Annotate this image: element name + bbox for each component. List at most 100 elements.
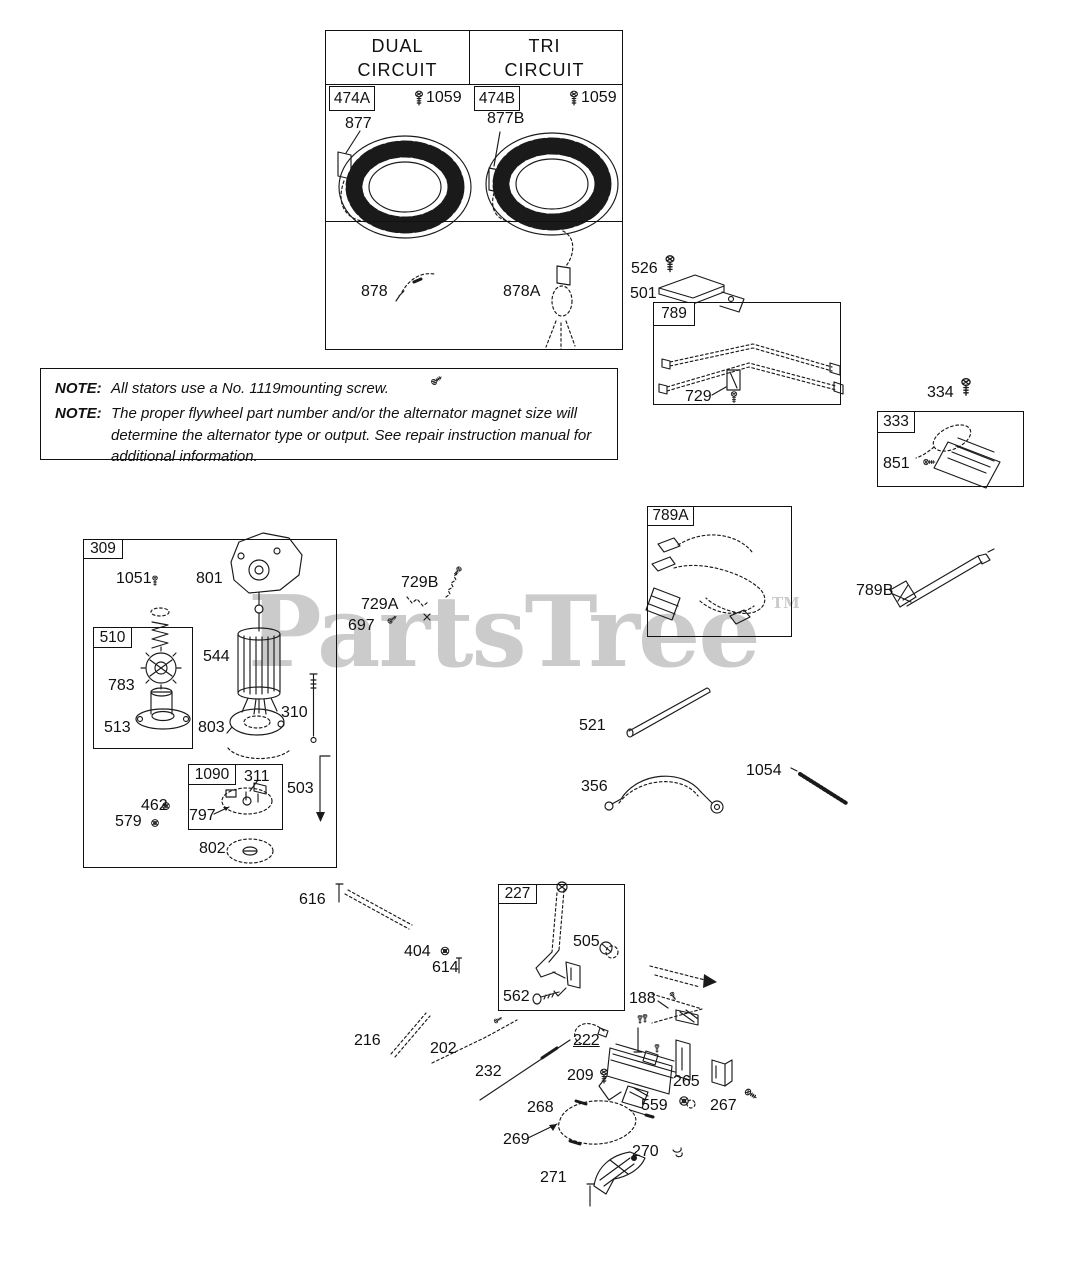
part-label-729B: 729B — [401, 574, 439, 591]
part-label-729: 729 — [685, 388, 712, 405]
table-header-dual-circuit: DUAL CIRCUIT — [357, 36, 438, 80]
part-label-267: 267 — [710, 1097, 737, 1114]
part-label-616: 616 — [299, 891, 326, 908]
part-drawing-878 — [395, 273, 435, 302]
part-label-697: 697 — [348, 617, 375, 634]
part-label-877: 877 — [345, 115, 372, 132]
part-label-310: 310 — [281, 704, 308, 721]
group-label-474A: 474A — [329, 86, 375, 111]
part-label-505: 505 — [573, 933, 600, 950]
part-label-562: 562 — [503, 988, 530, 1005]
part-drawing-729-clamp — [711, 369, 741, 404]
part-label-222: 222 — [573, 1032, 600, 1049]
part-drawing-544-armature — [237, 612, 281, 715]
part-label-729A: 729A — [361, 596, 399, 613]
group-box-309 — [83, 539, 337, 868]
part-label-334: 334 — [927, 384, 954, 401]
note-1-text: All stators use a No. 1119mounting screw… — [111, 380, 389, 397]
part-drawing-202-rod — [431, 1019, 518, 1064]
part-drawing-510-drive-stack — [135, 607, 191, 730]
part-label-311: 311 — [244, 768, 270, 785]
table-header-divider — [326, 84, 622, 85]
trademark-symbol: TM — [772, 594, 800, 612]
part-label-202: 202 — [430, 1040, 457, 1057]
group-box-789 — [653, 302, 841, 405]
table-row-divider — [326, 221, 622, 222]
part-drawing-789A-harness — [645, 534, 766, 625]
part-drawing-356-link — [604, 775, 724, 814]
note-2-text: The proper flywheel part number and/or t… — [111, 404, 592, 466]
group-box-333 — [877, 411, 1024, 487]
table-column-divider — [469, 31, 470, 84]
table-header-tri-circuit: TRI CIRCUIT — [504, 36, 585, 80]
part-drawing-269-leader — [527, 1123, 558, 1139]
part-drawing-851 — [915, 424, 1001, 489]
group-label-789: 789 — [653, 302, 695, 326]
note-2: NOTE: The proper flywheel part number an… — [55, 403, 607, 468]
part-label-1059: 1059 — [426, 89, 462, 106]
part-label-404: 404 — [404, 943, 431, 960]
part-label-851: 851 — [883, 455, 910, 472]
part-label-797: 797 — [189, 807, 216, 824]
part-drawing-1090-brush-assembly — [213, 779, 273, 815]
part-label-801: 801 — [196, 570, 223, 587]
part-label-878: 878 — [361, 283, 388, 300]
part-drawing-521-rod — [626, 687, 711, 738]
group-label-789A: 789A — [647, 506, 694, 526]
part-label-188: 188 — [629, 990, 656, 1007]
part-label-526: 526 — [631, 260, 658, 277]
part-drawing-268-loop-spring — [558, 1099, 655, 1146]
part-label-503: 503 — [287, 780, 314, 797]
group-label-333: 333 — [877, 411, 915, 433]
part-drawing-310-bolt — [309, 673, 318, 744]
part-label-268: 268 — [527, 1099, 554, 1116]
part-label-271: 271 — [540, 1169, 567, 1186]
part-drawing-271-lever — [586, 1151, 646, 1207]
part-label-356: 356 — [581, 778, 608, 795]
part-drawing-802-washer — [226, 838, 274, 864]
part-label-789B: 789B — [856, 582, 894, 599]
part-label-521: 521 — [579, 717, 606, 734]
part-label-579: 579 — [115, 813, 142, 830]
part-label-544: 544 — [203, 648, 230, 665]
group-box-510 — [93, 627, 193, 749]
group-label-227: 227 — [498, 884, 537, 904]
part-drawing-559-nut — [679, 1096, 696, 1109]
notes-box: NOTE: All stators use a No. 1119mounting… — [40, 368, 618, 465]
part-drawing-188-bracket — [642, 965, 717, 1026]
part-label-270: 270 — [632, 1143, 659, 1160]
part-drawing-265-spacer — [711, 1059, 733, 1087]
part-drawing-729B — [445, 565, 463, 598]
note-2-prefix: NOTE: — [55, 404, 102, 422]
group-label-510: 510 — [93, 627, 132, 648]
note-1: NOTE: All stators use a No. 1119mounting… — [55, 378, 607, 400]
part-drawing-614-pin — [455, 957, 463, 974]
part-drawing-503-bolt — [316, 755, 331, 822]
part-drawing-501 — [658, 274, 745, 313]
part-drawing-227-governor-crank — [532, 881, 619, 1005]
note-1-prefix: NOTE: — [55, 380, 102, 397]
part-label-209: 209 — [567, 1067, 594, 1084]
part-label-1054: 1054 — [746, 762, 782, 779]
part-label-802: 802 — [199, 840, 226, 857]
group-box-227 — [498, 884, 625, 1011]
part-drawing-474A-stator — [338, 131, 471, 238]
group-box-789A — [647, 506, 792, 637]
part-label-501: 501 — [630, 285, 657, 302]
part-drawing-1054-spring — [790, 767, 848, 805]
part-label-614: 614 — [432, 959, 459, 976]
part-drawing-878A — [545, 230, 576, 350]
part-drawing-729A — [406, 596, 431, 621]
part-label-462: 462 — [141, 797, 168, 814]
part-drawing-474B-stator — [486, 132, 618, 235]
part-label-1051: 1051 — [116, 570, 152, 587]
group-label-309: 309 — [83, 539, 123, 559]
part-drawing-222-spring — [574, 1014, 643, 1053]
group-label-474B: 474B — [474, 86, 520, 111]
stator-table: DUAL CIRCUIT TRI CIRCUIT — [325, 30, 623, 350]
part-label-803: 803 — [198, 719, 225, 736]
part-label-783: 783 — [108, 677, 135, 694]
part-drawing-789B-diode — [889, 548, 995, 608]
